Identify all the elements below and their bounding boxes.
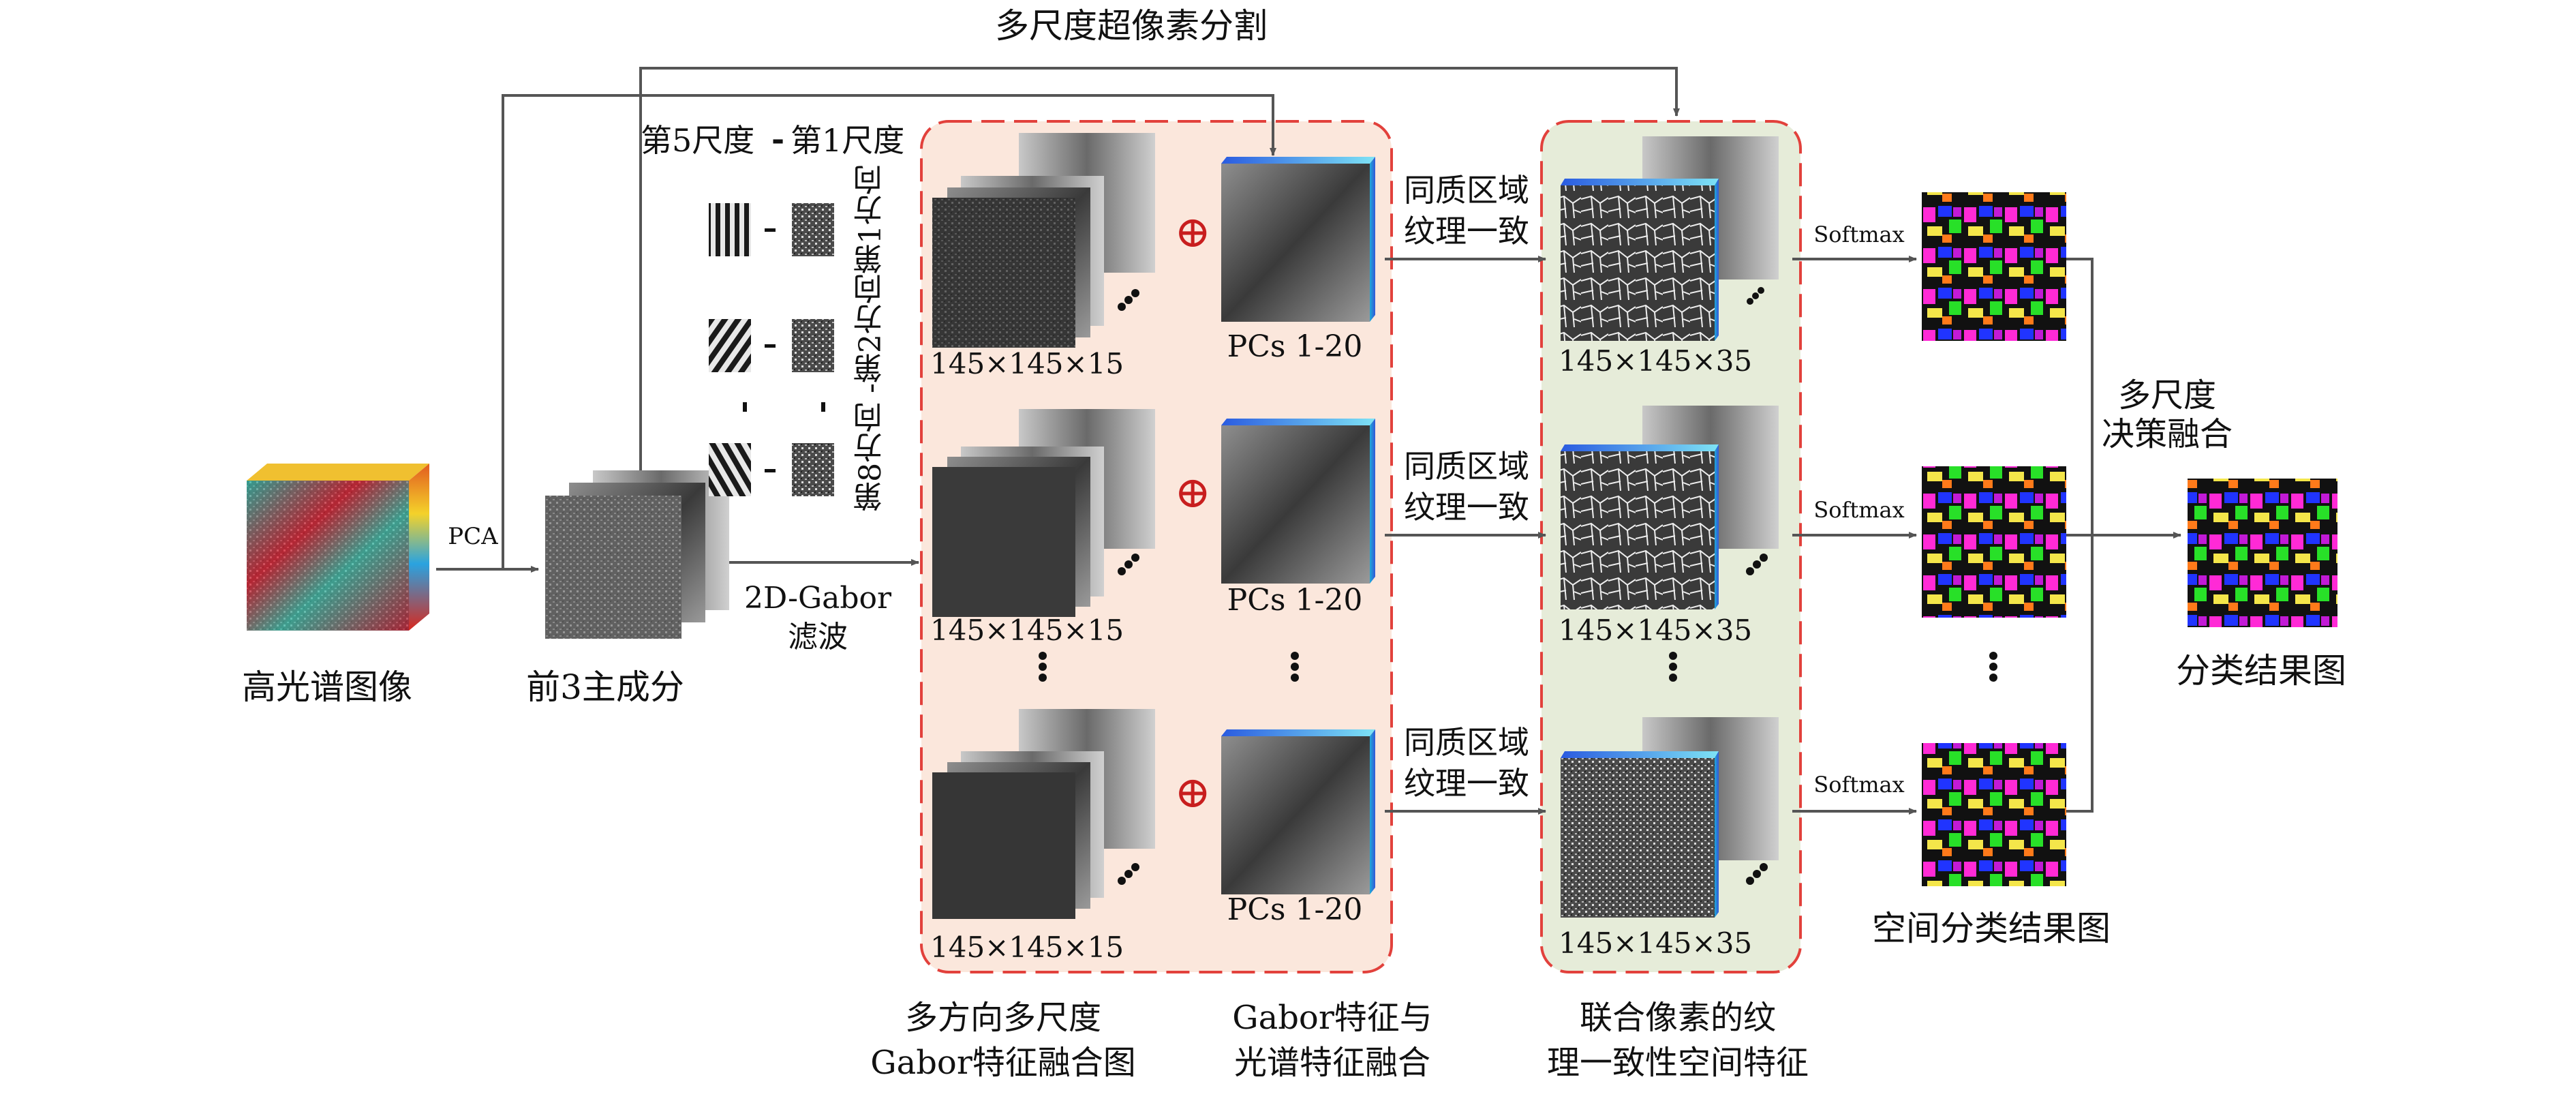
softmax-row3: Softmax [1813, 772, 1905, 798]
homog-row2-2: 纹理一致 [1404, 489, 1529, 526]
pcs-label-row1: PCs 1-20 [1227, 329, 1363, 364]
homog-row2-1: 同质区域 [1404, 448, 1529, 485]
hsi-cube [247, 464, 429, 631]
softmax-row2: Softmax [1813, 497, 1905, 523]
decision-fusion-1: 多尺度 [2117, 376, 2217, 414]
gabor-kernels [709, 203, 834, 496]
superpixel-label: 多尺度超像素分割 [995, 6, 1268, 46]
plus-row3: ⊕ [1174, 768, 1211, 818]
connector-lines [436, 67, 2181, 815]
gabor-filter-label-1: 2D-Gabor [743, 581, 892, 616]
homog-row3-2: 纹理一致 [1404, 765, 1529, 802]
size35-row3: 145×145×35 [1559, 926, 1753, 960]
spatial-class-map-1 [1922, 192, 2066, 341]
gabor-stack-row1 [932, 133, 1155, 348]
pcs-label-row2: PCs 1-20 [1227, 583, 1363, 618]
pca-label: PCA [448, 523, 498, 550]
first3-pcs-label: 前3主成分 [526, 667, 684, 707]
homog-row1-2: 纹理一致 [1404, 213, 1529, 250]
final-map-label: 分类结果图 [2176, 651, 2346, 691]
homog-row1-1: 同质区域 [1404, 172, 1529, 209]
gabor-filter-label-2: 滤波 [788, 620, 848, 654]
size15-row3: 145×145×15 [930, 931, 1124, 964]
caption-concat-2: 光谱特征融合 [1233, 1044, 1431, 1082]
caption-fusion-2: Gabor特征融合图 [870, 1044, 1136, 1082]
softmax-row1: Softmax [1813, 222, 1905, 247]
hsi-label: 高光谱图像 [242, 667, 412, 707]
spatial-class-map-2 [1922, 466, 2066, 618]
size35-row1: 145×145×35 [1559, 344, 1753, 378]
pcs-cube-row1 [1221, 157, 1375, 322]
ellipsis-dots [1039, 287, 1997, 885]
caption-joint-1: 联合像素的纹 [1579, 999, 1777, 1037]
decision-fusion-2: 决策融合 [2101, 415, 2233, 453]
joint-feature-row2 [1561, 406, 1779, 609]
caption-joint-2: 理一致性空间特征 [1546, 1044, 1809, 1082]
joint-feature-row3 [1561, 717, 1779, 918]
size15-row2: 145×145×15 [930, 614, 1124, 647]
scale-from-label: 第5尺度 [641, 122, 755, 159]
final-class-map [2188, 479, 2337, 627]
scale-to-label: 第1尺度 [791, 122, 905, 159]
size15-row1: 145×145×15 [930, 347, 1124, 380]
pcs-label-row3: PCs 1-20 [1227, 892, 1363, 927]
joint-feature-row1 [1561, 136, 1779, 341]
pcs-cube-row3 [1221, 729, 1375, 894]
pc-image-stack [545, 470, 729, 639]
caption-concat-1: Gabor特征与 [1232, 999, 1432, 1037]
size35-row2: 145×145×35 [1559, 614, 1753, 647]
direction-label: 第8方向 -第2方向第1方向 [853, 165, 888, 512]
homog-row3-1: 同质区域 [1404, 724, 1529, 761]
plus-row2: ⊕ [1174, 468, 1211, 518]
gabor-stack-row2 [932, 409, 1155, 617]
scale-dash: - [771, 121, 785, 157]
plus-row1: ⊕ [1174, 207, 1211, 258]
gabor-stack-row3 [932, 709, 1155, 919]
spatial-maps-label: 空间分类结果图 [1872, 909, 2111, 948]
caption-fusion-1: 多方向多尺度 [904, 999, 1102, 1037]
spatial-class-map-3 [1922, 743, 2066, 886]
pcs-cube-row2 [1221, 419, 1375, 584]
